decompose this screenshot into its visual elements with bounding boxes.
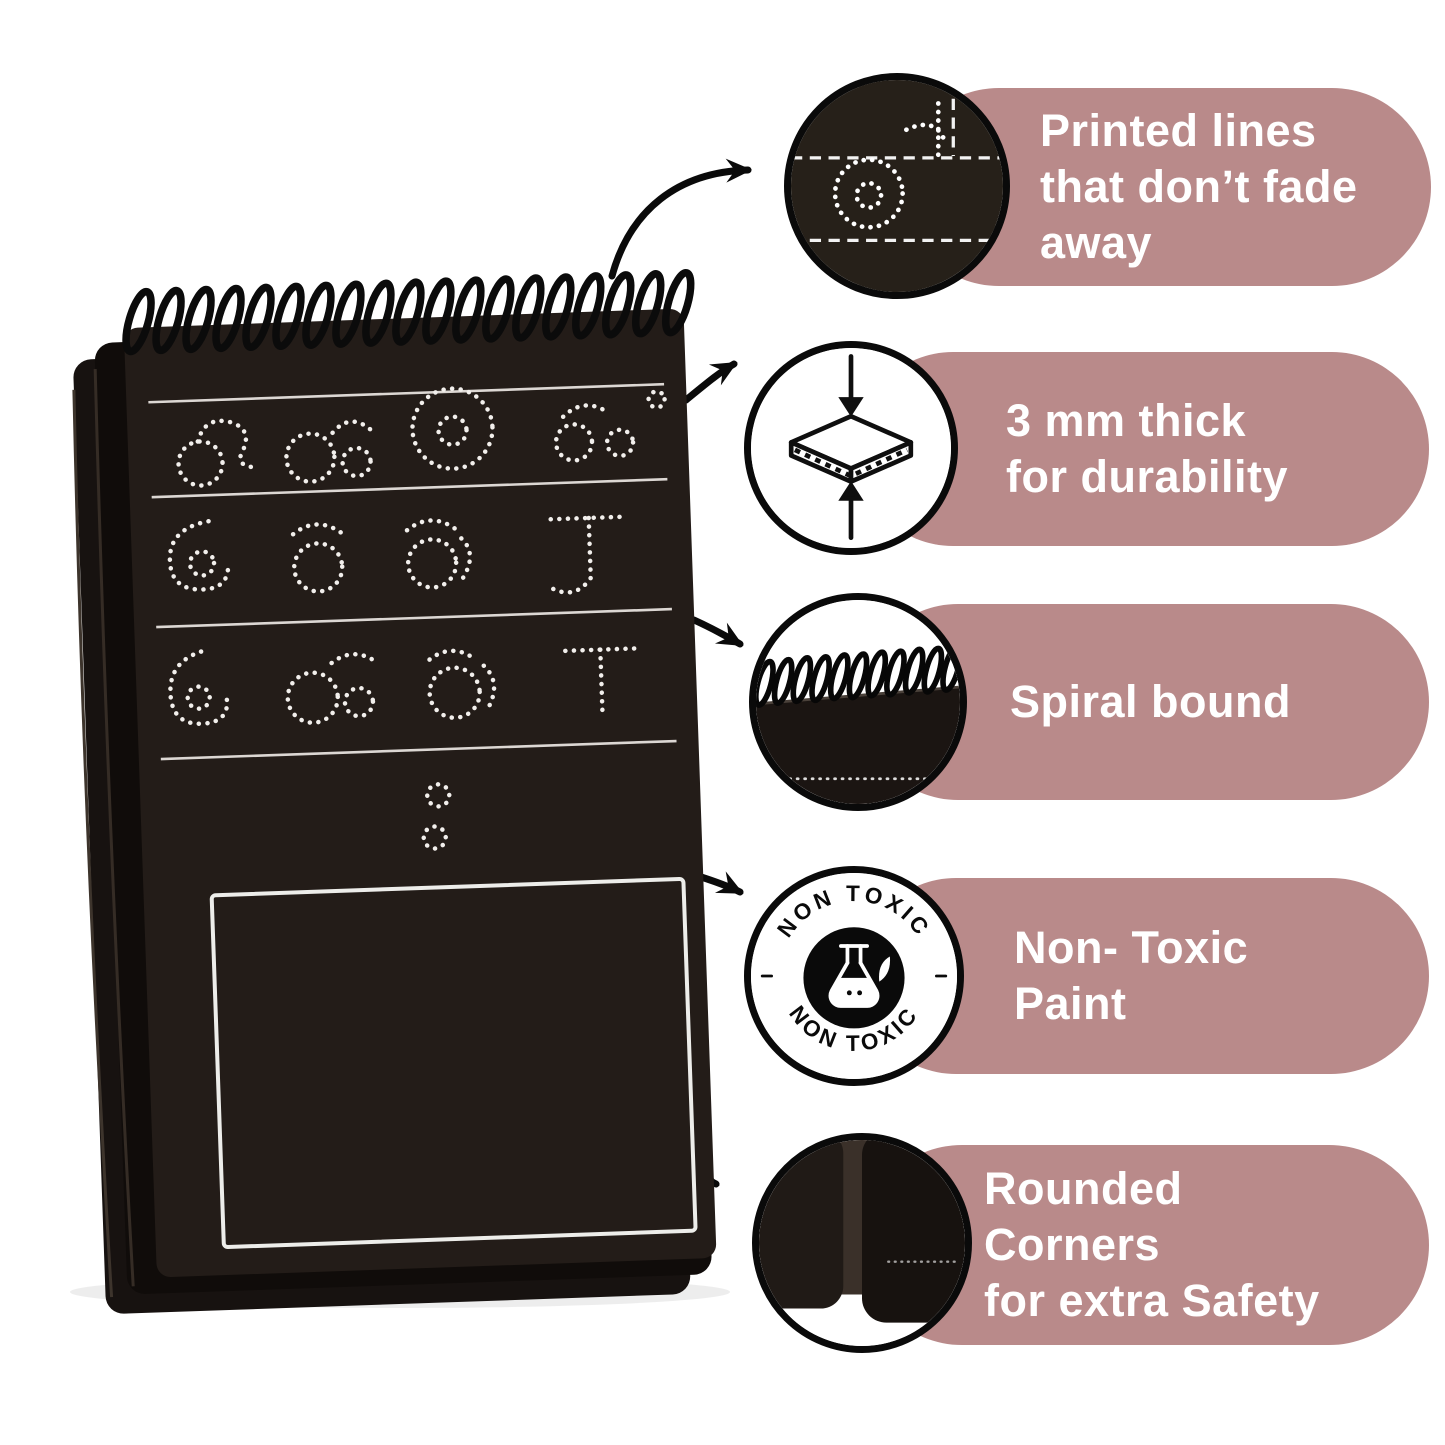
feature-label: Rounded Corners for extra Safety	[984, 1161, 1429, 1328]
feature-label: Printed lines that don’t fade away	[1040, 103, 1431, 270]
spiral-binding-zoom-icon	[749, 593, 967, 811]
feature-label: 3 mm thick for durability	[1006, 393, 1429, 505]
ruled-lines	[148, 382, 677, 761]
feature-label: Non- Toxic Paint	[1014, 920, 1429, 1032]
practice-box	[209, 877, 698, 1249]
product-photo	[70, 230, 730, 1314]
board-front	[124, 308, 717, 1277]
feature-label-line: for durability	[1006, 451, 1289, 502]
feature-label-line: 3 mm thick	[1006, 395, 1247, 447]
traced-letters	[167, 386, 667, 851]
feature-label-line: away	[1040, 216, 1153, 268]
feature-label-line: Printed lines	[1040, 105, 1317, 157]
printed-lines-zoom-icon	[784, 73, 1010, 299]
feature-label-line: Paint	[1014, 978, 1127, 1029]
feature-label-line: Non- Toxic	[1014, 922, 1249, 974]
arrow-to-printed-lines	[608, 158, 752, 280]
spiral-binding	[119, 270, 698, 355]
arrow-to-spiral	[690, 616, 744, 648]
arrow-to-non-toxic	[694, 871, 744, 896]
thickness-icon	[744, 341, 958, 555]
feature-label-line: Corners	[984, 1219, 1161, 1271]
feature-label-line: Rounded	[984, 1163, 1183, 1215]
feature-label-line: for extra Safety	[984, 1274, 1320, 1326]
feature-label-line: that don’t fade	[1040, 161, 1358, 213]
feature-label-line: Spiral bound	[1010, 676, 1291, 728]
rounded-corners-zoom-icon	[752, 1133, 972, 1353]
leaf-icon	[879, 956, 891, 982]
arrow-to-rounded-corners	[624, 1086, 720, 1188]
arrow-to-thickness	[682, 360, 738, 404]
non-toxic-badge-icon: NON TOXIC NON TOXIC	[744, 866, 964, 1086]
feature-label: Spiral bound	[1010, 674, 1429, 730]
back-pages	[72, 323, 712, 1314]
